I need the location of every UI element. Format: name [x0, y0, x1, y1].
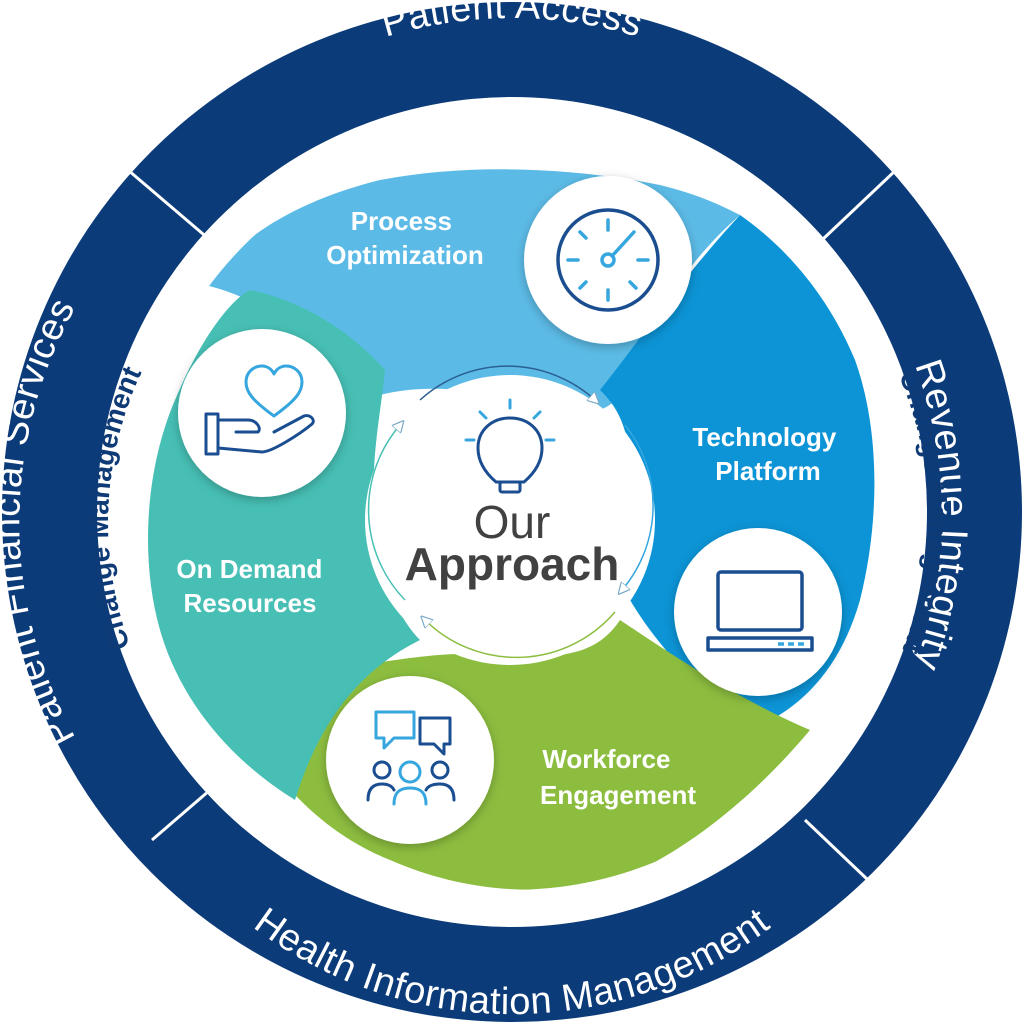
ring-dividers [127, 168, 898, 882]
center-circle [365, 375, 655, 665]
center-title-approach: Approach [405, 538, 620, 590]
center-title-our: Our [474, 496, 551, 548]
stopwatch-badge [524, 176, 692, 344]
laptop-icon [706, 570, 814, 652]
label-process-optimization: Process Optimization [326, 206, 483, 270]
team-chat-badge [326, 676, 494, 844]
laptop-badge [674, 528, 842, 696]
cycle-arrows [367, 365, 654, 659]
label-on-demand-resources: On Demand Resources [176, 554, 329, 618]
stopwatch-icon [556, 208, 660, 312]
team-chat-icon [366, 710, 456, 806]
heart-hand-badge [178, 329, 346, 497]
lightbulb-icon [464, 398, 556, 494]
heart-hand-icon [204, 364, 315, 456]
label-technology-platform: Technology Platform [692, 422, 843, 486]
label-workforce-engagement: Workforce Engagement [540, 744, 696, 810]
